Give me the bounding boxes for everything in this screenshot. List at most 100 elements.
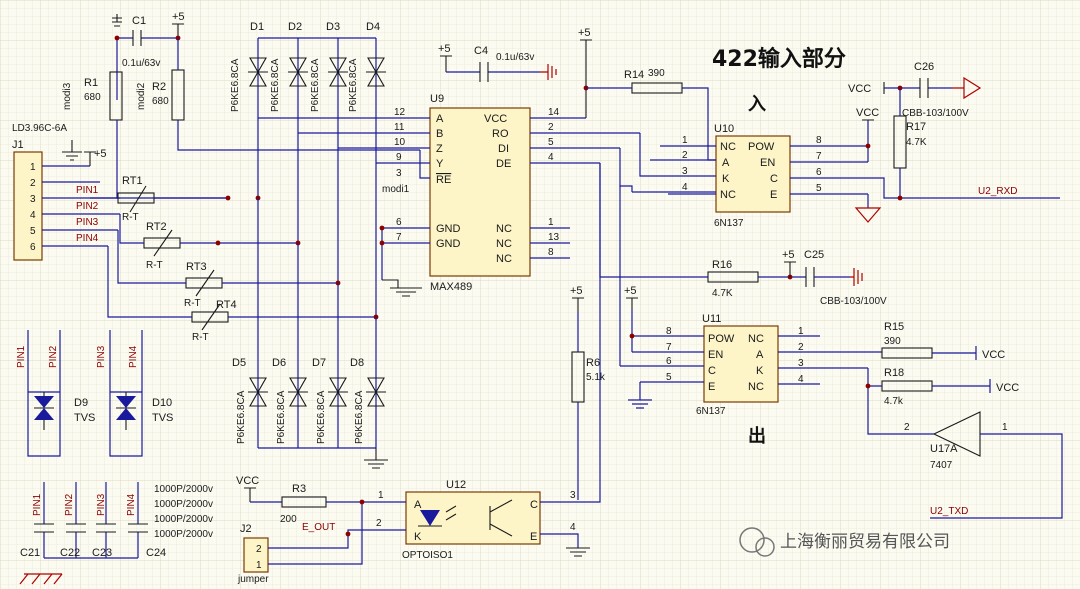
capacitors-c21-c24: PIN1 PIN2 PIN3 PIN4 1000P/2000v 1000P/20… <box>19 482 213 585</box>
svg-text:EN: EN <box>708 349 723 361</box>
svg-text:D4: D4 <box>366 21 380 33</box>
svg-text:J1: J1 <box>12 139 24 151</box>
svg-text:C: C <box>708 365 716 377</box>
svg-text:1000P/2000v: 1000P/2000v <box>154 499 213 510</box>
svg-text:3: 3 <box>396 168 402 179</box>
svg-text:D6: D6 <box>272 357 286 369</box>
svg-text:P6KE6.8CA: P6KE6.8CA <box>316 390 327 444</box>
svg-text:EN: EN <box>760 157 775 169</box>
svg-text:2: 2 <box>548 122 554 133</box>
svg-text:PIN4: PIN4 <box>126 493 137 516</box>
svg-text:10: 10 <box>394 137 406 148</box>
svg-text:modi3: modi3 <box>62 82 73 110</box>
thermistor-rt4: RT4 R-T <box>107 246 376 343</box>
svg-text:1: 1 <box>378 490 384 501</box>
svg-text:K: K <box>756 365 764 377</box>
svg-text:VCC: VCC <box>484 113 507 125</box>
svg-text:PIN1: PIN1 <box>32 493 43 516</box>
svg-text:E: E <box>770 189 777 201</box>
svg-text:POW: POW <box>748 141 775 153</box>
svg-text:4: 4 <box>798 374 804 385</box>
svg-text:680: 680 <box>84 92 101 103</box>
svg-text:NC: NC <box>496 238 512 250</box>
svg-text:8: 8 <box>666 326 672 337</box>
svg-text:4.7k: 4.7k <box>884 396 904 407</box>
svg-text:R16: R16 <box>712 259 732 271</box>
svg-text:D5: D5 <box>232 357 246 369</box>
svg-text:K: K <box>722 173 730 185</box>
svg-text:4: 4 <box>548 152 554 163</box>
svg-text:6: 6 <box>816 167 822 178</box>
svg-text:RT4: RT4 <box>216 299 237 311</box>
svg-text:7: 7 <box>396 232 402 243</box>
svg-text:NC: NC <box>496 253 512 265</box>
svg-text:PIN4: PIN4 <box>128 345 139 368</box>
svg-text:NC: NC <box>720 141 736 153</box>
svg-text:11: 11 <box>394 122 405 133</box>
svg-text:1: 1 <box>256 560 262 571</box>
svg-text:3: 3 <box>30 194 36 205</box>
svg-text:8: 8 <box>816 135 822 146</box>
svg-text:NC: NC <box>496 223 512 235</box>
svg-text:5.1k: 5.1k <box>586 372 606 383</box>
svg-text:4.7K: 4.7K <box>712 288 733 299</box>
svg-text:R3: R3 <box>292 483 306 495</box>
svg-text:PIN3: PIN3 <box>96 493 107 516</box>
input-label: 入 <box>748 94 766 115</box>
svg-text:5: 5 <box>816 183 822 194</box>
svg-text:POW: POW <box>708 333 735 345</box>
svg-text:R-T: R-T <box>192 332 209 343</box>
capacitor-c26: VCC C26 CBB-103/100V <box>848 61 982 119</box>
svg-text:1: 1 <box>30 162 36 173</box>
svg-text:0.1u/63v: 0.1u/63v <box>496 52 534 63</box>
svg-text:8: 8 <box>548 247 554 258</box>
svg-text:NC: NC <box>748 333 764 345</box>
svg-text:2: 2 <box>682 150 688 161</box>
svg-text:5: 5 <box>30 226 36 237</box>
svg-text:7407: 7407 <box>930 460 953 471</box>
resistor-r6: +5 R6 5.1k <box>570 285 606 500</box>
svg-text:3: 3 <box>570 490 576 501</box>
svg-text:1000P/2000v: 1000P/2000v <box>154 529 213 540</box>
watermark: 上海衡丽贸易有限公司 <box>739 527 950 557</box>
svg-text:C1: C1 <box>132 15 146 27</box>
svg-text:P6KE6.8CA: P6KE6.8CA <box>276 390 287 444</box>
svg-text:C25: C25 <box>804 249 824 261</box>
section-title: 422输入部分 <box>712 46 846 72</box>
svg-text:VCC: VCC <box>996 382 1019 394</box>
svg-text:TVS: TVS <box>152 412 173 424</box>
svg-text:CBB-103/100V: CBB-103/100V <box>820 296 887 307</box>
svg-text:13: 13 <box>548 232 560 243</box>
svg-text:680: 680 <box>152 96 169 107</box>
svg-text:C22: C22 <box>60 547 80 559</box>
svg-text:4.7K: 4.7K <box>906 137 927 148</box>
svg-text:C23: C23 <box>92 547 112 559</box>
svg-text:B: B <box>436 128 443 140</box>
svg-text:C4: C4 <box>474 45 488 57</box>
jumper-j2: J2 2 1 jumper E_OUT <box>237 499 365 585</box>
diode-array-top: D1 D2 D3 D4 P6KE6.8CA P6KE6.8CA P6KE6.8C… <box>215 21 386 320</box>
svg-text:DI: DI <box>498 143 509 155</box>
svg-text:TVS: TVS <box>74 412 95 424</box>
svg-text:5: 5 <box>548 137 554 148</box>
svg-text:CBB-103/100V: CBB-103/100V <box>902 108 969 119</box>
output-label: 出 <box>748 425 766 447</box>
svg-text:5: 5 <box>666 372 672 383</box>
svg-text:A: A <box>414 499 422 511</box>
resistor-r15: R15 390 VCC <box>881 321 1005 361</box>
svg-text:J2: J2 <box>240 523 252 535</box>
svg-text:VCC: VCC <box>236 475 259 487</box>
svg-text:PIN1: PIN1 <box>76 185 99 196</box>
svg-text:+5: +5 <box>570 285 583 297</box>
svg-text:RO: RO <box>492 128 509 140</box>
resistor-r2: R2 680 modi2 <box>136 38 420 151</box>
svg-text:P6KE6.8CA: P6KE6.8CA <box>236 390 247 444</box>
svg-text:PIN3: PIN3 <box>96 345 107 368</box>
svg-text:D8: D8 <box>350 357 364 369</box>
svg-text:14: 14 <box>548 107 560 118</box>
svg-text:U17A: U17A <box>930 443 958 455</box>
svg-text:DE: DE <box>496 158 511 170</box>
svg-text:R1: R1 <box>84 77 98 89</box>
svg-text:D7: D7 <box>312 357 326 369</box>
svg-text:U10: U10 <box>714 123 734 135</box>
